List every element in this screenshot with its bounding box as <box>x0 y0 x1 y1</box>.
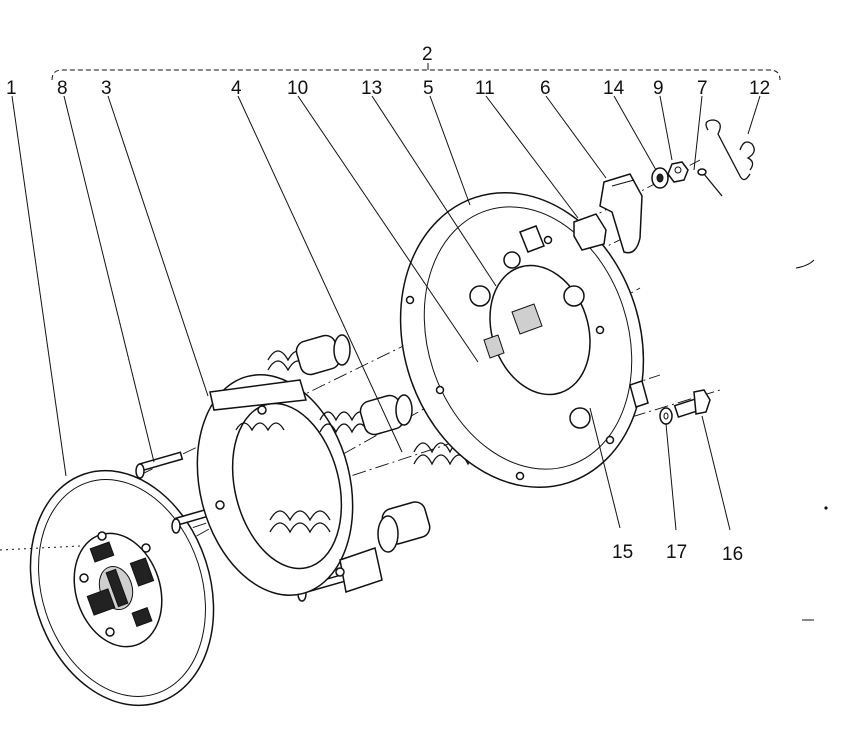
callout-6: 6 <box>540 78 551 99</box>
callout-16: 16 <box>722 544 743 565</box>
dotted-axis-extension <box>0 545 81 551</box>
callout-10: 10 <box>287 78 308 99</box>
split-pin <box>697 168 723 197</box>
lever-block <box>573 213 607 251</box>
callout-17: 17 <box>666 542 687 563</box>
callout-5: 5 <box>423 78 434 99</box>
callout-15: 15 <box>612 542 633 563</box>
lever-washer <box>651 167 669 189</box>
callout-labels: 1 8 3 4 10 13 5 11 6 14 9 7 12 2 15 17 1… <box>6 44 770 565</box>
callout-2: 2 <box>422 44 433 65</box>
stray-dot <box>824 506 828 510</box>
callout-1: 1 <box>6 78 17 99</box>
lever-nut <box>667 161 689 183</box>
stray-mark <box>795 259 815 269</box>
callout-3: 3 <box>101 78 112 99</box>
callout-14: 14 <box>603 78 625 99</box>
callout-12: 12 <box>749 78 770 99</box>
assembly-bracket <box>51 69 781 81</box>
driven-disc <box>29 469 215 707</box>
callout-8: 8 <box>57 78 68 99</box>
adjusting-bolt <box>673 389 711 419</box>
bolt-washer <box>659 407 673 425</box>
callout-9: 9 <box>653 78 664 99</box>
callout-11: 11 <box>475 78 495 99</box>
leader-lines <box>11 95 761 531</box>
clutch-cover <box>399 192 649 488</box>
callout-4: 4 <box>231 78 242 99</box>
callout-13: 13 <box>361 78 382 99</box>
retaining-spring-clip <box>705 119 755 181</box>
callout-7: 7 <box>697 78 708 99</box>
release-lever <box>599 173 643 254</box>
